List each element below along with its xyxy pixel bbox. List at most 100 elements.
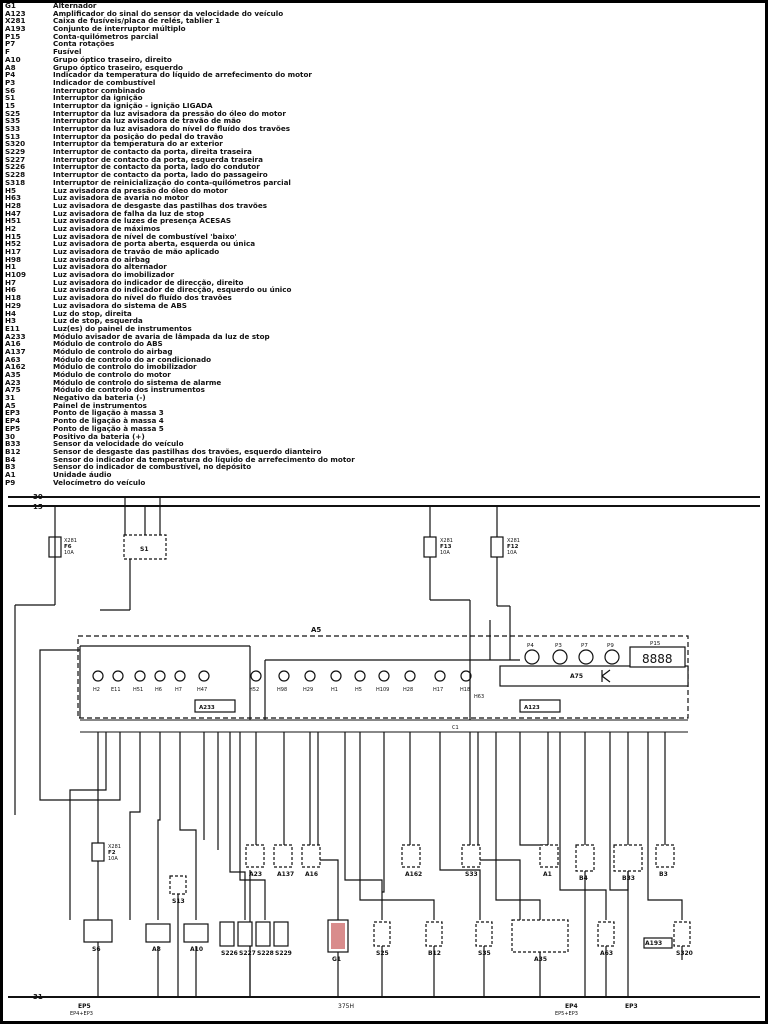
legend-code: H5	[5, 185, 17, 195]
legend-description: Módulo de controlo do sistema de alarme	[53, 377, 222, 387]
legend-code: F	[5, 47, 10, 57]
legend-code: H52	[5, 239, 22, 249]
module-a233	[194, 699, 236, 713]
legend-code: G1	[5, 1, 16, 10]
legend-code: H51	[5, 216, 22, 226]
legend-description: Luz avisadora do indicador de direcção, …	[53, 285, 292, 295]
rail-30-label: 30	[33, 493, 43, 501]
legend-description: Interruptor da posição do pedal do travã…	[53, 131, 224, 141]
legend-code: A162	[5, 362, 26, 372]
gauge-p3	[552, 649, 568, 665]
legend-description: Luz avisadora de falha da luz de stop	[53, 208, 205, 218]
wire-bundle	[39, 646, 683, 997]
rail-31-label: 31	[33, 993, 43, 1001]
fuse-f13-box: X281	[440, 538, 453, 544]
component-label: A137	[277, 871, 294, 878]
legend-code: A137	[5, 346, 26, 356]
legend-description: Interruptor combinado	[53, 85, 146, 95]
fuse-f6-box: X281	[64, 538, 77, 544]
component-body	[273, 921, 289, 947]
legend-description: Luz avisadora do alternador	[53, 262, 167, 272]
component-body	[511, 919, 569, 953]
lamp-h109-label: H109	[376, 687, 389, 693]
component-body	[655, 844, 675, 868]
legend-description: Módulo de controlo do ar condicionado	[53, 354, 212, 364]
component-s6: S6	[83, 919, 113, 953]
component-body	[673, 921, 691, 947]
legend-code: S35	[5, 116, 21, 126]
component-body	[219, 921, 235, 947]
fuse-f12	[490, 536, 504, 558]
legend-description: Interruptor de contacto da porta, esquer…	[53, 154, 263, 164]
legend-code: S227	[5, 154, 26, 164]
legend-code: H7	[5, 277, 17, 287]
component-s227: S227	[237, 921, 256, 957]
legend-description: Luz avisadora de desgaste das pastilhas …	[53, 200, 268, 210]
component-body	[301, 844, 321, 868]
legend-code: A123	[5, 8, 26, 18]
legend-description: Sensor do indicador de combustível, no d…	[53, 462, 252, 472]
legend-code: H6	[5, 285, 17, 295]
alternator-hatch	[331, 923, 345, 949]
gauge-group: P4 P3 P7 P9	[524, 643, 620, 665]
component-label: B3	[659, 871, 668, 878]
fuse-f6-id: F6	[64, 544, 72, 550]
legend-code: 15	[5, 100, 16, 110]
legend-row: G1 Alternador	[5, 2, 745, 10]
component-body	[539, 844, 559, 868]
gauge-p4-label: P4	[527, 643, 534, 649]
component-s228: S228	[255, 921, 274, 957]
legend-description: Unidade áudio	[53, 469, 112, 479]
component-s229: S229	[273, 921, 292, 957]
legend-description: Luz(es) do painel de instrumentos	[53, 323, 192, 333]
fuse-f2	[91, 842, 105, 862]
component-label: S229	[275, 950, 292, 957]
component-b12: B12	[425, 921, 443, 957]
component-label: A35	[534, 956, 547, 963]
gauge-p3-label: P3	[555, 643, 562, 649]
ground-ep5-label: EP5	[78, 1003, 91, 1010]
component-body	[575, 844, 595, 872]
wire	[69, 732, 107, 920]
component-label: S228	[257, 950, 274, 957]
legend-code: EP5	[5, 423, 21, 433]
component-label: S25	[376, 950, 389, 957]
legend-code: S226	[5, 162, 26, 172]
legend-code: S318	[5, 177, 26, 187]
rail-15-label: 15	[33, 503, 43, 511]
legend-description: Interruptor de contacto da porta, direit…	[53, 147, 252, 157]
legend-description: Painel de instrumentos	[53, 400, 147, 410]
gauge-p9	[604, 649, 620, 665]
lamp-h1-label: H1	[331, 687, 338, 693]
lamp-h98	[278, 670, 290, 682]
gauge-p7	[578, 649, 594, 665]
component-s35: S35	[475, 921, 493, 957]
wire	[495, 732, 541, 920]
legend-code: S25	[5, 108, 21, 118]
lamp-h18	[460, 670, 472, 682]
wire	[129, 732, 141, 920]
lamp-h1	[330, 670, 342, 682]
lamp-h7	[174, 670, 186, 682]
component-label: S6	[92, 946, 101, 953]
component-label: S320	[676, 950, 693, 957]
legend-description: Alternador	[53, 1, 97, 10]
legend-code: EP3	[5, 408, 21, 418]
